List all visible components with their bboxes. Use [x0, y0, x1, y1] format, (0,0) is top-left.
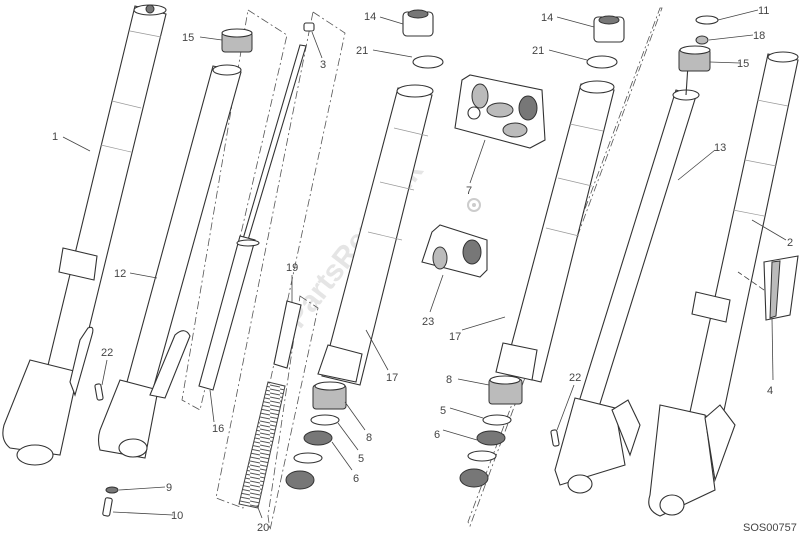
sticker-4: [763, 255, 799, 321]
bolt-22-left: [94, 383, 104, 401]
bushing-15-right: [678, 45, 711, 72]
clip-left: [293, 452, 323, 464]
fork-leg-left-assembly: [2, 4, 167, 466]
callout-21-left: 21: [356, 45, 368, 57]
callout-16: 16: [212, 423, 224, 435]
bushing-15-left: [221, 28, 253, 53]
dust-seal-right: [459, 468, 489, 488]
seal-6-left: [303, 430, 333, 446]
callout-8-right: 8: [446, 374, 452, 386]
bolt-22-right: [550, 429, 560, 447]
diagram-code: SOS00757: [743, 522, 797, 534]
nut-18: [695, 35, 709, 45]
o-ring-21-right: [586, 55, 618, 69]
fork-tube-12: [97, 64, 242, 459]
bushing-8-left: [312, 381, 347, 410]
washer-11: [695, 15, 719, 25]
fork-tube-13: [554, 64, 700, 494]
callout-11: 11: [758, 5, 769, 17]
callout-19: 19: [286, 262, 298, 274]
cap-14-left: [402, 9, 434, 37]
callout-6-right: 6: [434, 429, 440, 441]
fork-leg-right-assembly: [648, 51, 799, 517]
seal-6-right: [476, 430, 506, 446]
damper-tube-16: [198, 235, 260, 391]
washer-5-right: [482, 414, 512, 426]
damper-rod-3: [242, 22, 315, 241]
callout-3: 3: [320, 59, 326, 71]
callout-5-left: 5: [358, 453, 364, 465]
dust-seal-left: [285, 470, 315, 490]
callout-15-left: 15: [182, 32, 194, 44]
callout-17-right: 17: [449, 331, 461, 343]
callout-4: 4: [767, 385, 773, 397]
outer-tube-17-left: [317, 84, 434, 386]
callout-6-left: 6: [353, 473, 359, 485]
callout-20: 20: [257, 522, 269, 534]
spring-20: [238, 381, 286, 509]
callout-13: 13: [714, 142, 726, 154]
callout-12: 12: [114, 268, 126, 280]
o-ring-21-left: [412, 55, 444, 69]
callout-9: 9: [166, 482, 172, 494]
callout-5-right: 5: [440, 405, 446, 417]
bolt-10: [102, 497, 113, 517]
callout-8-left: 8: [366, 432, 372, 444]
callout-7: 7: [466, 185, 472, 197]
assembly-box-left: [181, 9, 288, 411]
callout-10: 10: [171, 510, 183, 522]
callout-17-left: 17: [386, 372, 398, 384]
assembly-box-spring: [267, 295, 319, 531]
seal-kit-23: [421, 224, 488, 278]
watermark-gear-icon: [467, 198, 481, 212]
bushing-8-right: [488, 375, 523, 405]
cap-14-right: [593, 15, 625, 43]
callout-2: 2: [787, 237, 793, 249]
leader-lines: [62, 9, 787, 519]
callouts: 1 2 3 4 5 5 6 6 7 8 8 9 10 11 12 13 14 1…: [52, 5, 797, 534]
washer-5-left: [310, 414, 340, 426]
callout-14-left: 14: [364, 11, 376, 23]
callout-1: 1: [52, 131, 58, 143]
assembly-box-center: [215, 11, 346, 509]
washer-9: [105, 486, 119, 494]
spacer-19: [273, 300, 302, 369]
callout-21-right: 21: [532, 45, 544, 57]
seal-kit-7: [454, 74, 546, 149]
callout-23: 23: [422, 316, 434, 328]
clip-right: [467, 450, 497, 462]
callout-22-left: 22: [101, 347, 113, 359]
callout-15-right: 15: [737, 58, 749, 70]
callout-18: 18: [753, 30, 765, 42]
callout-22-right: 22: [569, 372, 581, 384]
outer-tube-17-right: [495, 80, 615, 383]
callout-14-right: 14: [541, 12, 553, 24]
